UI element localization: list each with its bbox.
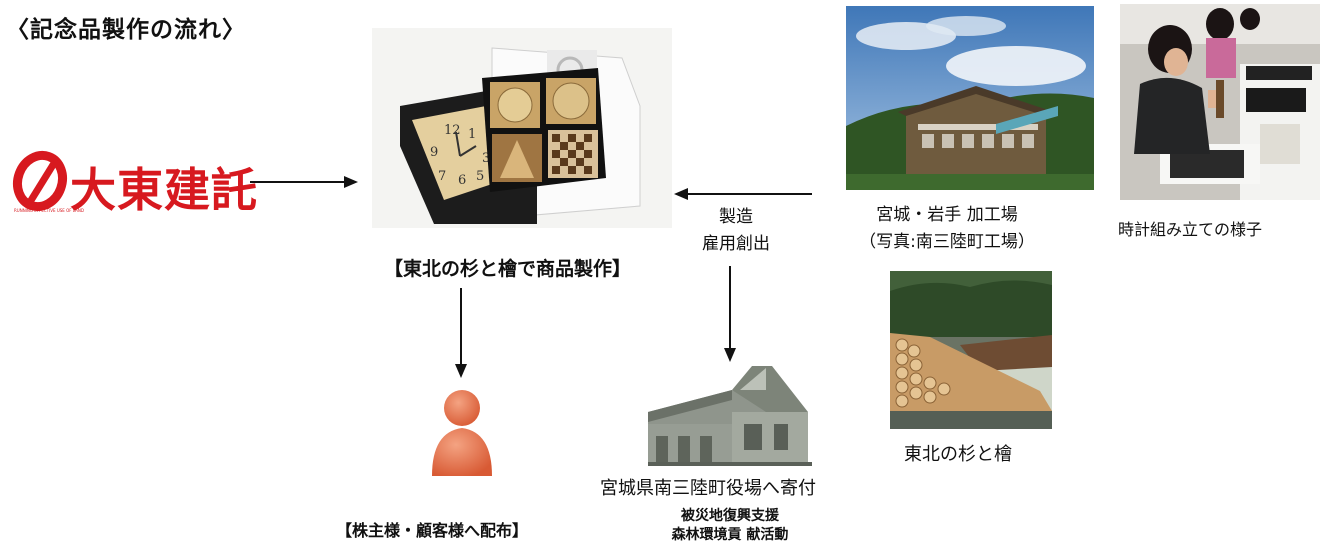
arrow-to-shareholders: [455, 288, 467, 378]
timber-photo: [890, 271, 1052, 429]
assembly-caption: 時計組み立ての様子: [1118, 220, 1263, 239]
factory-caption-line1: 宮城・岩手 加工場: [876, 205, 1018, 225]
assembly-photo: [1120, 4, 1320, 200]
person-icon: [428, 388, 496, 480]
support-caption: 被災地復興支援 森林環境貢 献活動: [630, 507, 830, 545]
town-hall-caption: 宮城県南三陸町役場へ寄付: [600, 478, 816, 499]
logo-text: 大東建託: [70, 163, 258, 217]
shareholder-caption: 【株主様・顧客様へ配布】: [336, 521, 529, 540]
town-hall-image: [648, 360, 812, 470]
arrow-factory-to-product: [674, 188, 812, 200]
factory-caption-line2: （写真:南三陸町工場）: [859, 232, 1035, 252]
page-title: 〈記念品製作の流れ〉: [6, 17, 246, 43]
support-caption-line2: 森林環境貢 献活動: [671, 527, 789, 543]
clock-numeral: 6: [458, 173, 466, 188]
clock-numeral: 7: [438, 169, 446, 184]
clock-numeral: 5: [476, 169, 484, 184]
factory-photo: [846, 6, 1094, 190]
timber-caption: 東北の杉と檜: [904, 444, 1012, 465]
factory-caption: 宮城・岩手 加工場 （写真:南三陸町工場）: [812, 202, 1082, 256]
product-photo: 12 1 3 9 7 6 5: [372, 28, 672, 228]
logo-tagline: RUNNING EFFECTIVE USE OF LAND: [14, 208, 84, 213]
clock-numeral: 3: [482, 151, 490, 166]
arrow-logo-to-product: [250, 176, 358, 188]
logo-mark-icon: [12, 150, 68, 212]
flow-label-line2: 雇用創出: [702, 234, 770, 254]
arrow-to-town-hall: [724, 266, 736, 362]
product-caption: 【東北の杉と檜で商品製作】: [384, 258, 632, 280]
clock-numeral: 9: [430, 145, 438, 160]
support-caption-line1: 被災地復興支援: [681, 508, 779, 524]
flow-label-line1: 製造: [719, 207, 753, 227]
company-logo: 大東建託 RUNNING EFFECTIVE USE OF LAND: [12, 150, 257, 220]
clock-numeral: 1: [468, 127, 476, 142]
flow-label: 製造 雇用創出: [686, 204, 786, 258]
clock-numeral: 12: [444, 123, 461, 138]
